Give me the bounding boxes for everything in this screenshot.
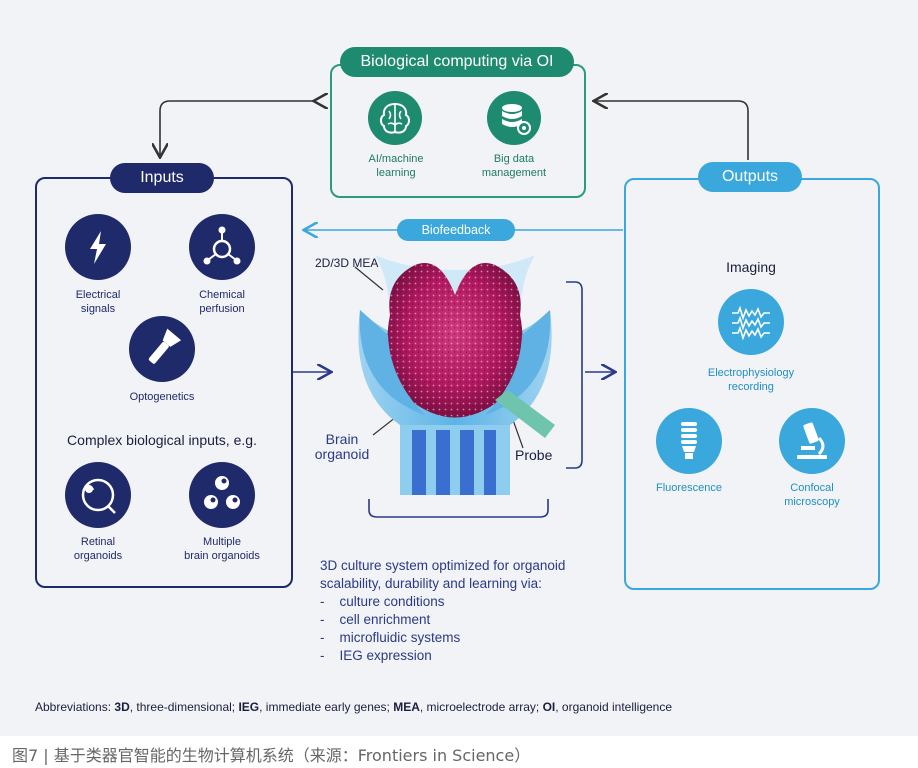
biofeedback-label: Biofeedback xyxy=(421,223,491,237)
culture-item: - IEG expression xyxy=(320,648,432,663)
inputs-title: Inputs xyxy=(140,169,184,186)
outputs-title-pill: Outputs xyxy=(698,162,802,192)
cells-icon xyxy=(189,462,255,528)
culture-intro-line2: scalability, durability and learning via… xyxy=(320,576,542,591)
brain-icon xyxy=(368,91,422,145)
culture-text: 3D culture system optimized for organoid… xyxy=(320,557,565,665)
biofeedback-pill: Biofeedback xyxy=(397,219,515,241)
culture-item: - cell enrichment xyxy=(320,612,431,627)
probe-label: Probe xyxy=(515,447,553,463)
flashlight-icon xyxy=(129,316,195,382)
arrow-oi-to-inputs xyxy=(160,101,315,156)
culture-item: - culture conditions xyxy=(320,594,445,609)
mea-pointer xyxy=(354,266,384,291)
mea-label: 2D/3D MEA xyxy=(315,256,379,270)
culture-item: - microfluidic systems xyxy=(320,630,461,645)
figure-caption: 图7 | 基于类器官智能的生物计算机系统（来源：Frontiers in Sci… xyxy=(12,746,531,765)
waveform-icon xyxy=(718,289,784,355)
oi-title-pill: Biological computing via OI xyxy=(340,47,574,77)
complex-inputs-heading: Complex biological inputs, e.g. xyxy=(67,432,257,448)
outputs-title: Outputs xyxy=(721,168,779,185)
probe-pointer xyxy=(512,419,524,449)
abbreviations-line: Abbreviations: 3D, three-dimensional; IE… xyxy=(35,700,673,714)
culture-intro-line1: 3D culture system optimized for organoid xyxy=(320,558,566,573)
lightbulb-icon xyxy=(656,408,722,474)
right-bracket xyxy=(566,281,583,469)
oi-title: Biological computing via OI xyxy=(360,53,554,70)
organoid-device-illustration xyxy=(358,255,555,495)
imaging-heading: Imaging xyxy=(726,259,776,275)
eye-icon xyxy=(65,462,131,528)
fluorescence-label: Fluorescence xyxy=(655,482,723,494)
inputs-title-pill: Inputs xyxy=(110,163,214,193)
oi-box xyxy=(330,64,586,198)
database-icon xyxy=(487,91,541,145)
molecule-icon xyxy=(189,214,255,280)
lightning-icon xyxy=(65,214,131,280)
optogenetics-label: Optogenetics xyxy=(129,391,195,403)
bottom-bracket xyxy=(368,499,549,518)
microscope-icon xyxy=(779,408,845,474)
arrow-outputs-to-oi xyxy=(595,101,749,160)
